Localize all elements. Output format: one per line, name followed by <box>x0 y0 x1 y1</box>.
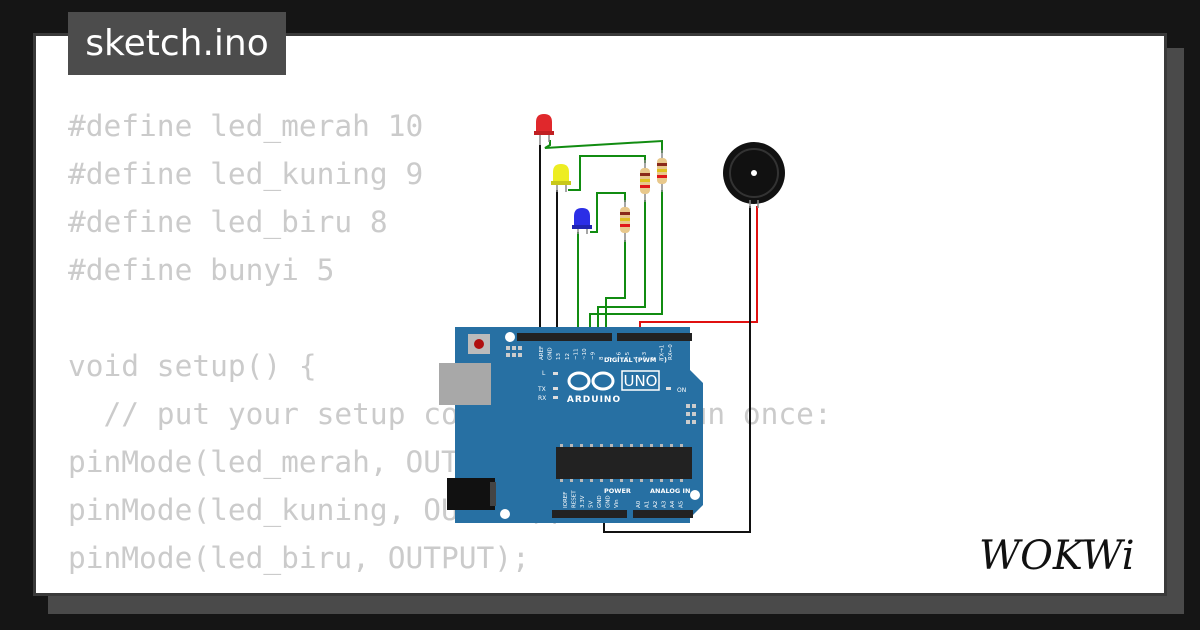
wire-red-led-res <box>544 139 663 153</box>
pin-label: TX→1 <box>659 345 665 361</box>
wire-res1-pin10 <box>589 190 663 337</box>
label-rx: RX <box>538 395 546 402</box>
pin-label: 4 <box>634 356 640 360</box>
header-digital-left <box>517 333 612 341</box>
power-jack <box>447 478 495 510</box>
wire-blue-led-res <box>590 192 626 233</box>
pin-label: AREF <box>539 346 545 360</box>
pin-label: 7 <box>608 356 614 360</box>
header-power <box>552 510 627 518</box>
wokwi-logo-text: WOKWi <box>979 533 1135 579</box>
pin-label: GND <box>548 347 554 360</box>
code-line: #define bunyi 5 <box>68 253 335 287</box>
resistor-3[interactable] <box>620 200 630 242</box>
code-line: #define led_biru 8 <box>68 205 388 239</box>
wire-buzzer-black <box>603 206 751 533</box>
pin-label: 8 <box>599 356 605 360</box>
pin-label: ~10 <box>582 348 588 360</box>
resistor-1[interactable] <box>657 150 667 192</box>
buzzer[interactable] <box>723 142 785 208</box>
atmega-chip <box>556 447 692 479</box>
wokwi-logo: WOKWi <box>979 533 1135 579</box>
resistor-2[interactable] <box>640 160 650 202</box>
file-tab[interactable]: sketch.ino <box>68 12 286 75</box>
wire-res2-pin9 <box>597 200 646 337</box>
pin-label: ~5 <box>625 351 631 360</box>
pin-label: GND <box>606 495 612 508</box>
code-line: void setup() { <box>68 349 317 383</box>
usb-connector <box>439 363 491 405</box>
code-line: #define led_kuning 9 <box>68 157 424 191</box>
header-analog <box>633 510 693 518</box>
pin-label: 3.3V <box>580 495 586 508</box>
wire-buzzer-red <box>639 206 758 335</box>
pin-label: A5 <box>679 500 685 508</box>
wire-res3-pin8 <box>605 240 626 337</box>
pin-label: ~6 <box>616 351 622 360</box>
arduino-infinity-logo <box>567 371 615 391</box>
wire-yellow-led-res <box>568 155 646 191</box>
board-model: UNO <box>623 372 657 390</box>
pin-label: GND <box>597 495 603 508</box>
code-line: pinMode(bunyi, OUTPUT); <box>68 582 832 593</box>
led-red[interactable] <box>534 114 554 145</box>
label-tx: TX <box>537 386 546 393</box>
code-line: pinMode(led_biru, OUTPUT); <box>68 541 530 575</box>
header-digital-right <box>617 333 692 341</box>
pin-label: A2 <box>653 501 659 508</box>
pin-label: 12 <box>565 353 571 360</box>
pin-label: A3 <box>662 500 668 508</box>
pin-label: 2 <box>651 357 657 361</box>
label-digital: DIGITAL (PWM ~) <box>604 356 667 364</box>
label-on: ON <box>677 387 686 394</box>
code-line: #define led_merah 10 <box>68 109 424 143</box>
pin-label: A0 <box>636 500 642 508</box>
label-analog: ANALOG IN <box>650 487 690 495</box>
pin-label: Vin <box>614 499 620 508</box>
led-blue[interactable] <box>572 208 592 234</box>
pin-label: ~9 <box>591 351 597 360</box>
pin-label: 13 <box>556 353 562 360</box>
pin-label: RESET <box>572 490 578 508</box>
arduino-uno-board[interactable]: UNO ARDUINO DIGITAL (PWM ~) POWER ANALOG… <box>439 327 703 523</box>
pin-label: ~3 <box>642 351 648 360</box>
pin-label: A4 <box>670 500 676 508</box>
led-yellow[interactable] <box>551 164 571 192</box>
pin-label: ~11 <box>573 348 579 360</box>
board-brand: ARDUINO <box>567 395 621 405</box>
label-l: L <box>542 370 546 377</box>
label-power: POWER <box>604 487 631 495</box>
pin-label: 5V <box>589 501 595 508</box>
pin-label: IOREF <box>563 492 569 508</box>
pin-label: RX←0 <box>668 344 674 360</box>
pin-label: A1 <box>645 501 651 508</box>
